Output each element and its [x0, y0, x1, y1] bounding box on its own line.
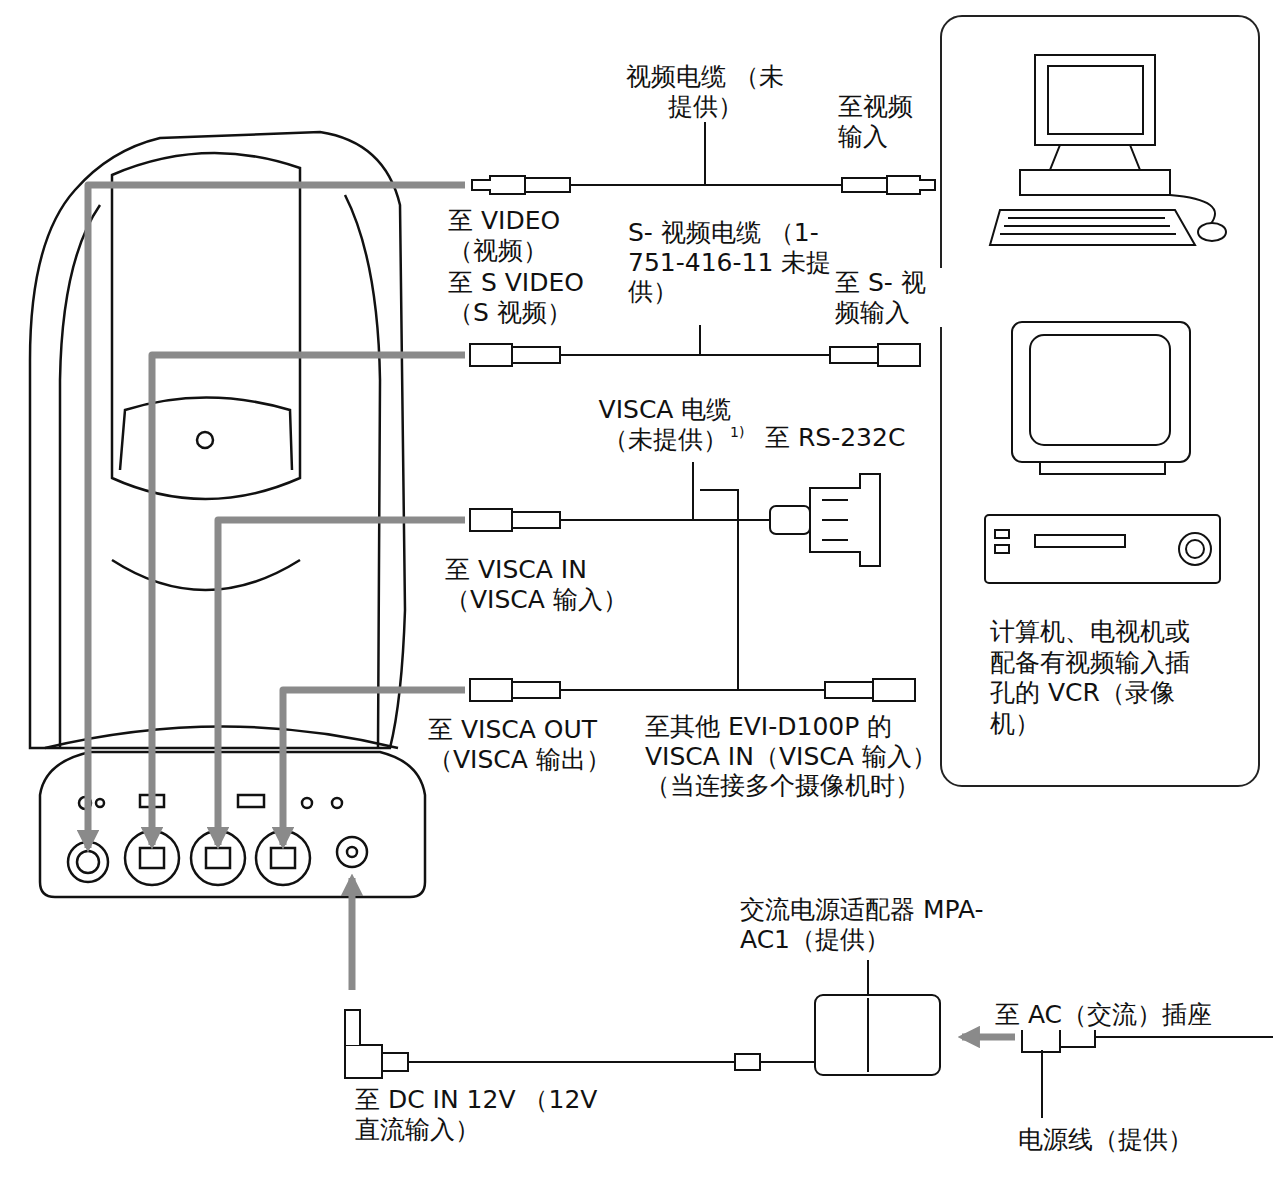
cable-label: 至 RS-232C [765, 423, 905, 453]
device-caption: 计算机、电视机或配备有视频输入插孔的 VCR（录像机） [990, 617, 1190, 739]
cable-label: 至其他 EVI-D100P 的 VISCA IN（VISCA 输入）（当连接多个… [645, 712, 940, 801]
cable-label: 至 S VIDEO （S 视频） [448, 268, 626, 327]
cable-label: 电源线（提供） [1018, 1125, 1193, 1155]
cable-label: 交流电源适配器 MPA-AC1（提供） [740, 895, 1005, 954]
cable-label: 至 AC（交流）插座 [995, 1000, 1212, 1030]
cable-label: 视频电缆 （未提供） [615, 62, 795, 121]
cable-label: VISCA 电缆 （未提供） [585, 395, 745, 454]
devices [985, 55, 1226, 583]
device-panel: 计算机、电视机或配备有视频输入插孔的 VCR（录像机） [940, 15, 1260, 787]
cable-label: 至视频 输入 [838, 92, 938, 151]
cable-label: S- 视频电缆 （1-751-416-11 未提供） [628, 218, 843, 307]
cable-label: 至 VISCA OUT （VISCA 输出） [428, 715, 633, 774]
routing-line [88, 185, 1015, 1037]
footnote-mark: 1) [730, 424, 744, 441]
cable-label: 至 VIDEO （视频） [448, 206, 598, 265]
cable-label: 至 VISCA IN （VISCA 输入） [445, 555, 645, 614]
cable-label: 至 S- 视 频输入 [835, 268, 943, 327]
cable-label: 至 DC IN 12V （12V 直流输入） [355, 1085, 625, 1144]
cable [345, 122, 1273, 1118]
